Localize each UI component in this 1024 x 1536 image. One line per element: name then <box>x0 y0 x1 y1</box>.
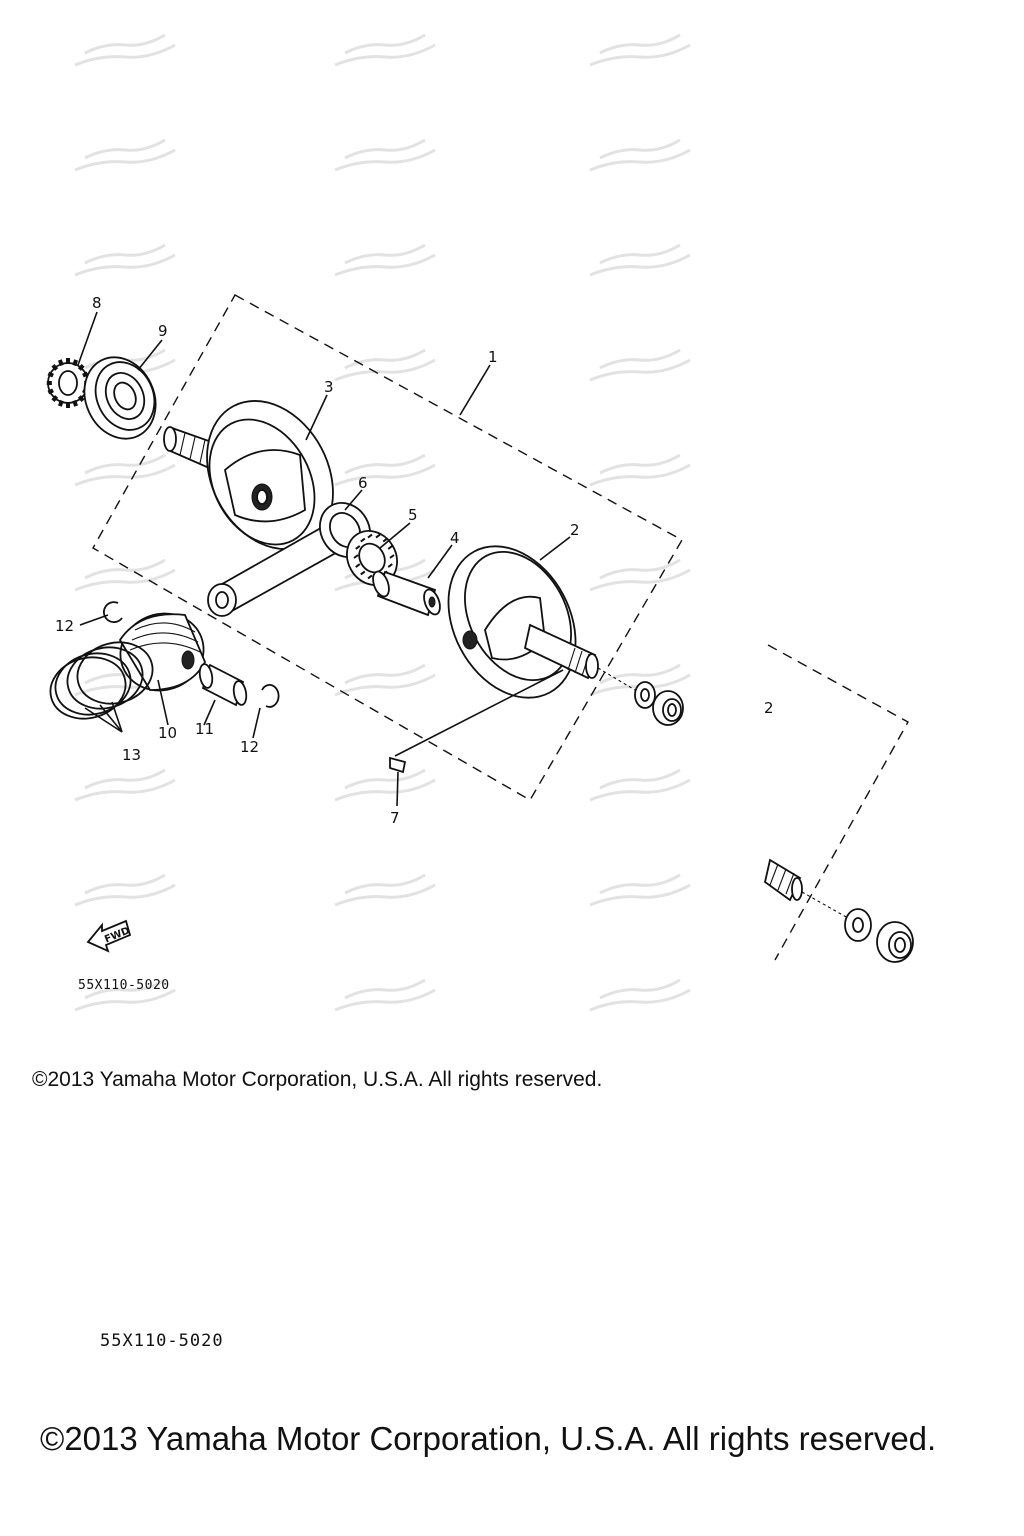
gear-tooth <box>72 399 79 407</box>
gear-tooth <box>47 388 54 395</box>
callout-10: 10 <box>158 724 177 742</box>
watermark-mark <box>589 348 691 382</box>
watermark-mark <box>334 768 436 802</box>
footer-copyright: ©2013 Yamaha Motor Corporation, U.S.A. A… <box>40 1420 936 1457</box>
crank-pin-part-4 <box>372 570 441 617</box>
piston-rings-part-13 <box>49 641 154 720</box>
callout-4: 4 <box>450 529 460 547</box>
watermark-mark <box>589 768 691 802</box>
gear-tooth <box>57 399 64 407</box>
callout-2: 2 <box>570 521 580 539</box>
watermark-mark <box>334 873 436 907</box>
callout-labels: 8 9 1 3 6 5 4 2 12 10 11 12 13 7 2 <box>55 294 774 827</box>
watermark-mark <box>334 33 436 67</box>
needle-mark <box>360 570 366 576</box>
watermark-mark <box>74 873 176 907</box>
gear-tooth <box>51 395 59 402</box>
gear-tooth <box>51 364 59 371</box>
watermark-mark <box>334 453 436 487</box>
callout-12-left: 12 <box>55 617 74 635</box>
gear-tooth <box>77 364 85 371</box>
needle-mark <box>355 563 361 568</box>
piston-pin-part-11 <box>198 663 248 707</box>
needle-mark <box>382 537 388 543</box>
leader-lines <box>77 311 571 807</box>
shaft-end-duplicate <box>763 858 914 963</box>
watermark-mark <box>589 243 691 277</box>
clip-part-12-left <box>103 601 123 624</box>
watermark-mark <box>74 453 176 487</box>
needle-mark <box>355 545 361 550</box>
needle-mark <box>389 554 395 559</box>
washer-part <box>634 681 656 709</box>
crank-right-part-2 <box>447 545 599 699</box>
callout-7: 7 <box>390 809 400 827</box>
gear-tooth <box>47 371 54 378</box>
callout-12-right: 12 <box>240 738 259 756</box>
watermark-mark <box>74 33 176 67</box>
watermark-mark <box>589 978 691 1012</box>
needle-mark <box>360 537 366 543</box>
gear-tooth <box>57 359 64 367</box>
fwd-arrow-icon: FWD <box>86 919 131 953</box>
callout-3: 3 <box>324 378 334 396</box>
gear-tooth <box>72 359 79 367</box>
key-part-7 <box>389 756 407 774</box>
callout-1: 1 <box>488 348 498 366</box>
watermark-pattern <box>74 33 691 1012</box>
footer-diagram-code: 55X110-5020 <box>100 1331 224 1351</box>
callout-9: 9 <box>158 322 168 340</box>
needle-mark <box>353 554 359 559</box>
callout-2-duplicate: 2 <box>764 699 774 717</box>
callout-6: 6 <box>358 474 368 492</box>
watermark-mark <box>589 138 691 172</box>
watermark-mark <box>589 33 691 67</box>
callout-13: 13 <box>122 746 141 764</box>
watermark-mark <box>589 873 691 907</box>
gear-tooth <box>82 371 89 378</box>
watermark-mark <box>74 768 176 802</box>
callout-11: 11 <box>195 720 214 738</box>
watermark-mark <box>334 243 436 277</box>
nut-part <box>652 690 684 726</box>
needle-mark <box>367 574 373 580</box>
gear-part-8 <box>46 358 90 408</box>
watermark-mark <box>334 138 436 172</box>
copyright-inner: ©2013 Yamaha Motor Corporation, U.S.A. A… <box>32 1068 602 1091</box>
needle-mark <box>367 533 373 539</box>
needle-mark <box>387 563 393 568</box>
diagram-code-inner: 55X110-5020 <box>78 978 170 993</box>
watermark-mark <box>74 978 176 1012</box>
watermark-mark <box>589 558 691 592</box>
watermark-mark <box>334 348 436 382</box>
watermark-mark <box>334 978 436 1012</box>
bearing-part-9 <box>83 356 157 440</box>
watermark-mark <box>334 663 436 697</box>
needle-mark <box>387 545 393 550</box>
watermark-mark <box>74 558 176 592</box>
watermark-mark <box>74 138 176 172</box>
needle-mark <box>375 533 381 539</box>
watermark-mark <box>589 453 691 487</box>
clip-part-12-right <box>261 684 280 708</box>
watermark-mark <box>74 243 176 277</box>
callout-8: 8 <box>92 294 102 312</box>
assembly-boundary <box>92 294 683 801</box>
callout-5: 5 <box>408 506 418 524</box>
piston-part-10 <box>118 612 206 692</box>
gear-tooth <box>77 395 85 402</box>
assembly-boundary-duplicate <box>767 644 909 961</box>
